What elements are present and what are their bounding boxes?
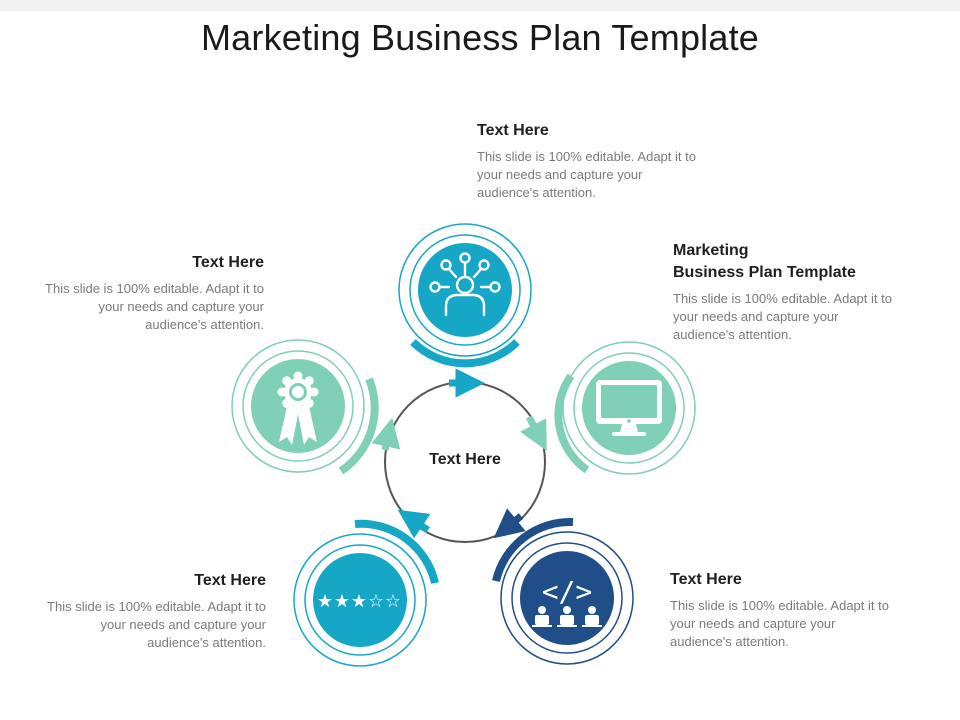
block-body: This slide is 100% editable. Adapt it to… <box>47 599 266 650</box>
cycle-arrow-4 <box>397 509 431 539</box>
block-heading-line-1: Marketing <box>673 242 749 259</box>
svg-text:★: ★ <box>317 591 333 612</box>
block-heading-line-2: Business Plan Template <box>673 264 856 281</box>
block-body: This slide is 100% editable. Adapt it to… <box>477 149 696 200</box>
node-right <box>554 341 696 475</box>
cycle-arrow-3 <box>493 508 526 539</box>
user-network-icon <box>429 252 501 317</box>
cycle-arrow-2 <box>520 415 547 452</box>
block-body: This slide is 100% editable. Adapt it to… <box>673 291 892 342</box>
monitor-icon <box>596 380 662 436</box>
node-left <box>231 339 379 475</box>
text-block-right: Marketing Business Plan Template This sl… <box>673 240 898 344</box>
text-block-bottom-right: Text Here This slide is 100% editable. A… <box>670 569 895 651</box>
center-label: Text Here <box>429 451 501 468</box>
node-top <box>398 223 532 368</box>
svg-text:☆: ☆ <box>385 591 401 612</box>
block-heading: Text Here <box>670 571 742 588</box>
node-bottom-left: ★ ★ ★ ☆ ☆ <box>293 519 439 667</box>
text-block-left: Text Here This slide is 100% editable. A… <box>38 252 264 334</box>
svg-text:★: ★ <box>334 591 350 612</box>
code-team-icon: </> <box>532 575 602 627</box>
star-rating-icon: ★ ★ ★ ☆ ☆ <box>317 591 401 612</box>
svg-text:★: ★ <box>351 591 367 612</box>
block-heading: Marketing Business Plan Template <box>673 240 898 284</box>
top-strip <box>0 0 960 11</box>
svg-text:</>: </> <box>542 575 593 608</box>
block-heading: Text Here <box>192 254 264 271</box>
award-ribbon-icon <box>277 371 319 445</box>
text-block-top: Text Here This slide is 100% editable. A… <box>477 120 702 202</box>
cycle-arrow-5 <box>371 417 401 451</box>
svg-text:☆: ☆ <box>368 591 384 612</box>
node-bottom-right: </> <box>492 517 634 665</box>
block-heading: Text Here <box>194 572 266 589</box>
block-body: This slide is 100% editable. Adapt it to… <box>670 598 889 649</box>
text-block-bottom-left: Text Here This slide is 100% editable. A… <box>40 570 266 652</box>
page-title: Marketing Business Plan Template <box>200 17 760 58</box>
block-body: This slide is 100% editable. Adapt it to… <box>45 281 264 332</box>
block-heading: Text Here <box>477 122 549 139</box>
